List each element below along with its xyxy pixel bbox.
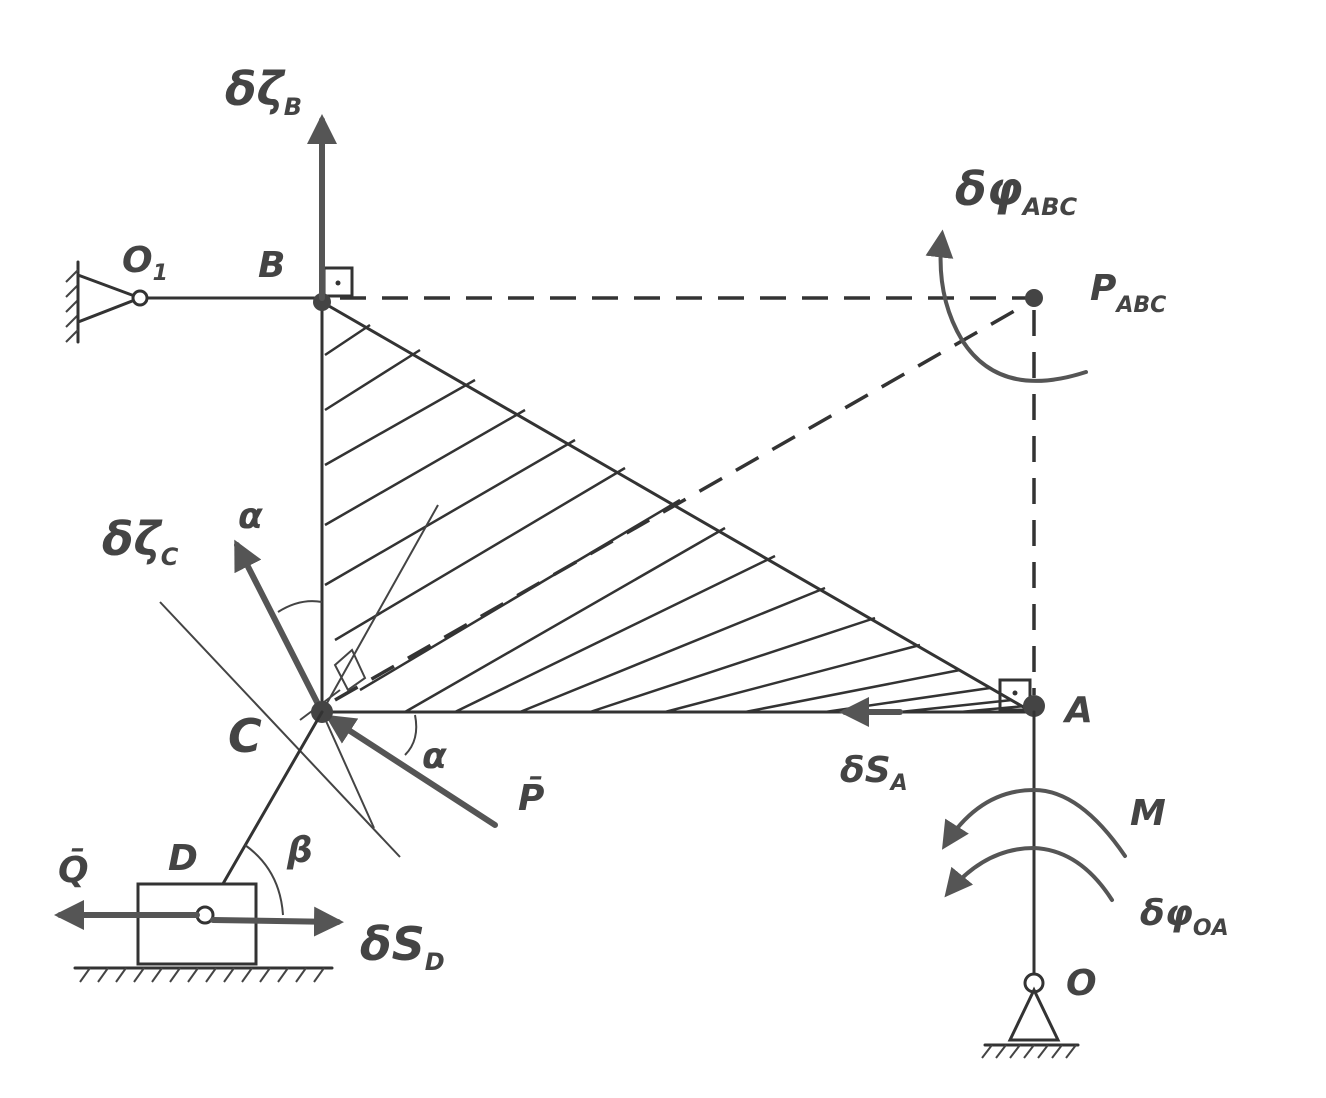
point-p-abc [1025,289,1043,307]
label-p-abc: PABC [1090,268,1166,318]
label-o1: O1 [122,240,168,286]
label-beta: β [286,830,313,871]
rotation-arrow-delta-phi-abc [925,229,1088,383]
slider-d [136,882,258,966]
point-b [313,293,331,311]
label-delta-zeta-c: δζC [102,512,179,571]
point-a [1023,695,1045,717]
label-b: B [258,245,285,286]
label-delta-s-a: δSA [840,750,908,796]
label-m: M [1130,793,1166,834]
label-delta-phi-abc: δφABC [955,162,1077,221]
moment-m-arc [941,787,1127,858]
force-p [324,714,498,828]
label-delta-s-d: δSD [360,917,445,976]
right-angle-c [333,648,367,692]
vector-delta-s-d [210,906,344,937]
rotation-arrow-delta-phi-oa [944,845,1114,902]
triangle-hatching [324,323,1026,714]
vector-delta-zeta-c [234,539,325,715]
right-angle-a [998,678,1032,712]
point-c-lines [159,504,439,858]
label-a: A [1062,690,1093,731]
label-p-force: P̄ [518,775,544,819]
label-o: O [1066,963,1097,1004]
support-o [981,972,1080,1059]
support-o1 [65,260,149,344]
label-delta-phi-oa: δφOA [1140,893,1229,941]
label-d: D [168,838,198,879]
label-alpha-top: α [238,496,263,537]
label-c: C [228,709,262,763]
triangle-body-abc [320,300,1034,714]
ground-d [73,966,334,983]
label-alpha-bottom: α [422,736,447,777]
label-delta-zeta-b: δζB [225,62,302,121]
label-q-force: Q̄ [58,847,89,891]
rod-cd [203,710,324,917]
angle-beta-arc [244,844,284,916]
construction-lines [334,296,1036,702]
